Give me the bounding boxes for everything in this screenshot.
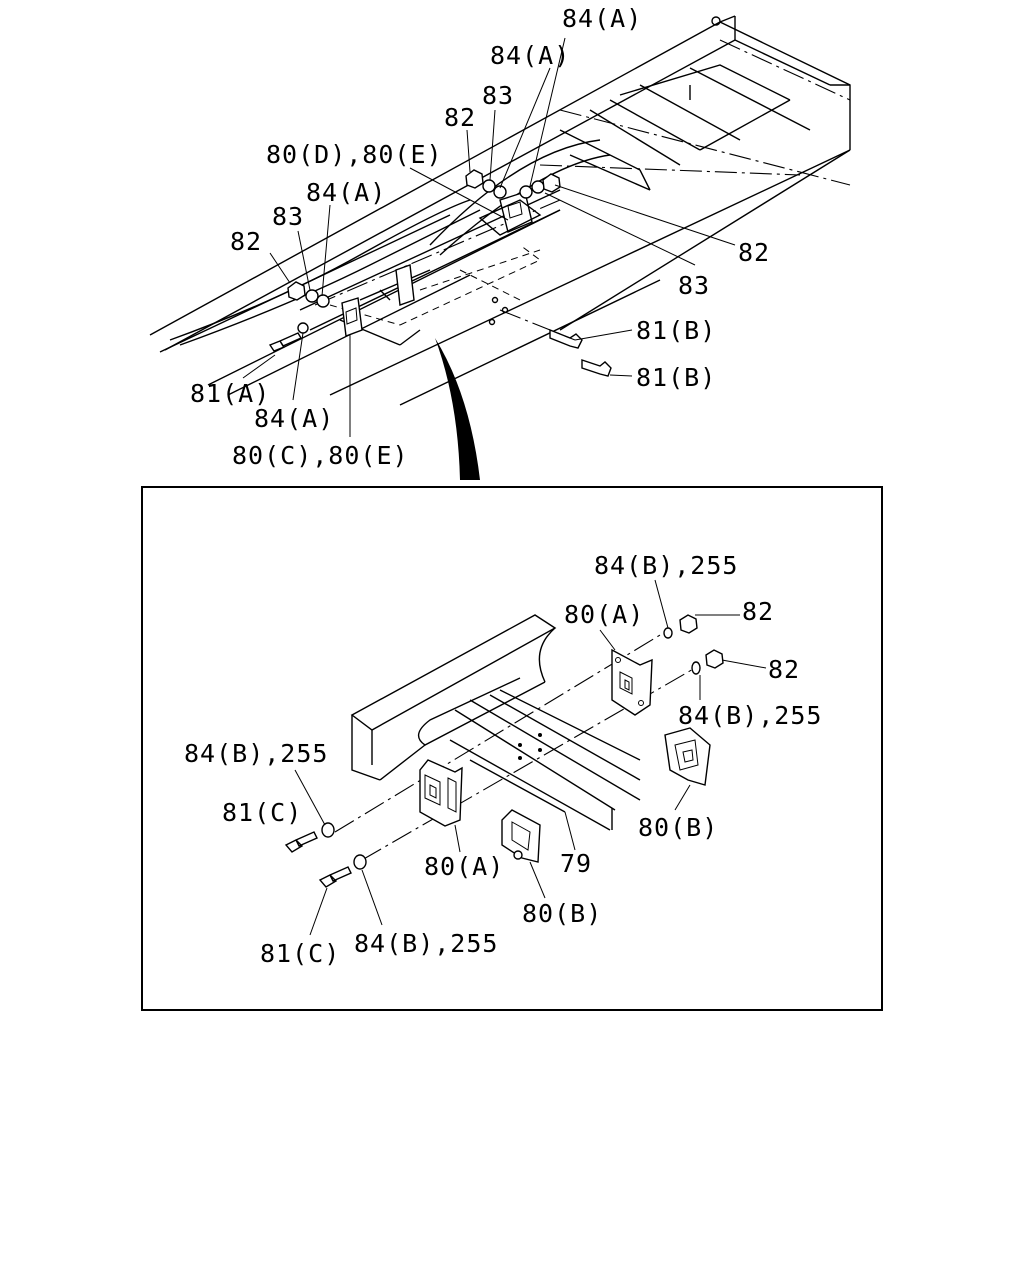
- detail-frame-rail: [350, 614, 641, 831]
- callout-84b-left: 84(B),255: [184, 739, 328, 768]
- detail-fasteners: [284, 614, 724, 888]
- callout-84a-bottom: 84(A): [254, 404, 334, 433]
- washer-83-top: [482, 179, 496, 193]
- callout-81b-1: 81(B): [636, 316, 716, 345]
- callout-81c-bottom: 81(C): [260, 939, 340, 968]
- callout-79: 79: [560, 849, 592, 878]
- upper-callouts: 84(A) 84(A) 83 82 80(D),80(E) 84(A) 83 8…: [190, 4, 770, 470]
- washer-84b-left: [321, 822, 335, 838]
- washer-84b-right: [691, 661, 701, 675]
- washer-83-left: [305, 289, 319, 303]
- callout-82-top: 82: [444, 103, 476, 132]
- callout-84a-top: 84(A): [562, 4, 642, 33]
- callout-83-right: 83: [678, 271, 710, 300]
- callout-80de: 80(D),80(E): [266, 140, 443, 169]
- detail-leader-lines: [294, 579, 767, 936]
- nut-82-left: [287, 281, 306, 301]
- callout-81c-top: 81(C): [222, 798, 302, 827]
- callout-84b-right: 84(B),255: [678, 701, 822, 730]
- callout-80a-top: 80(A): [564, 600, 644, 629]
- callout-80ce: 80(C),80(E): [232, 441, 409, 470]
- washer-83-right: [531, 180, 545, 194]
- bracket-80b-right: [664, 727, 711, 786]
- nut-82-top: [465, 169, 484, 189]
- callout-80a-bottom: 80(A): [424, 852, 504, 881]
- bracket-80a-upper: [611, 648, 653, 716]
- detail-callouts: 84(B),255 80(A) 82 82 84(B),255 84(B),25…: [184, 551, 822, 968]
- washer-84a-left: [316, 294, 330, 308]
- bracket-80a-lower: [419, 759, 463, 827]
- upper-leader-lines: [242, 37, 736, 437]
- callout-84a-mid: 84(A): [490, 41, 570, 70]
- callout-84a-left: 84(A): [306, 178, 386, 207]
- callout-84b-top: 84(B),255: [594, 551, 738, 580]
- nut-82-right: [542, 173, 561, 193]
- callout-80b-right: 80(B): [638, 813, 718, 842]
- callout-82-top: 82: [742, 597, 774, 626]
- callout-82-left: 82: [230, 227, 262, 256]
- callout-82-second: 82: [768, 655, 800, 684]
- callout-81b-2: 81(B): [636, 363, 716, 392]
- washer-84a-right: [519, 185, 533, 199]
- bracket-80b-bottom: [501, 809, 541, 863]
- nut-82-top: [679, 614, 698, 634]
- upper-fasteners-left: [268, 281, 330, 352]
- washer-84a-bottom: [297, 322, 309, 334]
- detail-frame-border: [141, 486, 883, 1011]
- bolt-81c-top: [284, 831, 318, 853]
- callout-83-top: 83: [482, 81, 514, 110]
- bracket-80de: [478, 191, 542, 236]
- callout-80b-bottom: 80(B): [522, 899, 602, 928]
- chassis-frame-drawing: [149, 15, 851, 406]
- callout-83-left: 83: [272, 202, 304, 231]
- detail-pointer-arrow: [435, 338, 480, 480]
- upper-frame-view: 84(A) 84(A) 83 82 80(D),80(E) 84(A) 83 8…: [149, 4, 851, 480]
- bolt-81a: [268, 332, 303, 352]
- upper-fasteners-top: [465, 169, 561, 199]
- detail-view: 84(B),255 80(A) 82 82 84(B),255 84(B),25…: [141, 486, 883, 1011]
- washer-84b-top: [663, 627, 673, 639]
- washer-84a-top: [493, 185, 507, 199]
- callout-84b-bottom: 84(B),255: [354, 929, 498, 958]
- nut-82-second: [705, 649, 724, 669]
- callout-81a: 81(A): [190, 379, 270, 408]
- upper-bolts-81b: [499, 309, 612, 377]
- callout-82-right: 82: [738, 238, 770, 267]
- washer-84b-bottom: [353, 854, 367, 870]
- bolt-81c-bottom: [318, 866, 352, 888]
- bracket-80ce: [341, 264, 415, 337]
